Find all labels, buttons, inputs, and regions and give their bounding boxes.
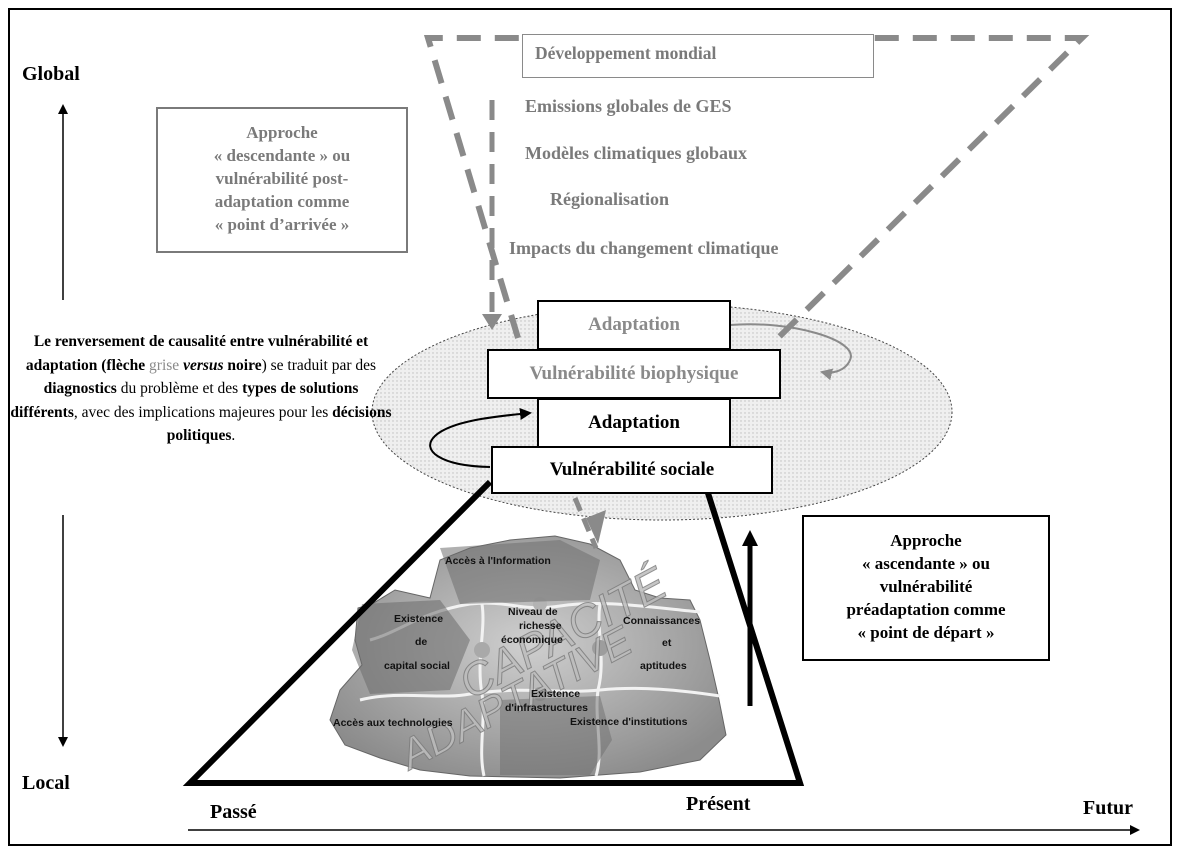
puzzle-label-infra-1: Existence (531, 688, 581, 700)
adaptive-capacity-puzzle: CAPACITÉ ADAPTATIVE (329, 535, 727, 780)
puzzle-label-capital-1: Existence (394, 613, 444, 625)
gray-feedback-arrow (729, 323, 852, 381)
time-futur-label: Futur (1083, 797, 1133, 819)
descending-line-1: Approche (246, 123, 318, 142)
developpement-mondial-box: Développement mondial (522, 34, 874, 78)
black-feedback-arrow (429, 408, 532, 468)
puzzle-label-richesse-1: Niveau de (508, 606, 558, 618)
puzzle-label-capital-2: de (415, 636, 428, 648)
puzzle-label-technologies: Accès aux technologies (333, 717, 453, 729)
time-present-label: Présent (686, 793, 751, 815)
ascending-approach-box: Approche « ascendante » ou vulnérabilité… (802, 515, 1050, 661)
descending-line-3: vulnérabilité post- (215, 169, 349, 188)
descending-line-2: « descendante » ou (213, 146, 351, 165)
ascending-line-4: préadaptation comme (846, 600, 1006, 619)
puzzle-label-infra-2: d'infrastructures (505, 702, 589, 714)
ascending-line-5: « point de départ » (857, 623, 995, 642)
ascending-line-2: « ascendante » ou (862, 554, 990, 573)
puzzle-label-connaissances-2: et (662, 637, 672, 649)
adaptation-gray-box: Adaptation (537, 300, 731, 350)
descending-approach-box: Approche « descendante » ou vulnérabilit… (156, 107, 408, 253)
gray-dashed-arrow-to-puzzle (572, 497, 599, 549)
adaptation-black-box: Adaptation (537, 398, 731, 448)
puzzle-label-connaissances-3: aptitudes (640, 660, 687, 672)
global-dashed-triangle (423, 35, 1090, 341)
regionalisation-label: Régionalisation (550, 189, 670, 209)
puzzle-label-richesse-3: économique (501, 634, 563, 646)
modeles-label: Modèles climatiques globaux (525, 143, 748, 163)
gray-dashed-arrow-to-puzzle-head (586, 510, 606, 544)
puzzle-label-institutions: Existence d'institutions (570, 716, 688, 728)
ascending-line-1: Approche (890, 531, 962, 550)
developpement-mondial-label: Développement mondial (535, 43, 717, 63)
vulnerabilite-biophysique-box: Vulnérabilité biophysique (487, 349, 781, 399)
time-passe-label: Passé (210, 801, 257, 823)
social-vulnerability-trapezoid (182, 479, 805, 786)
axis-global-label: Global (22, 63, 80, 85)
emissions-label: Emissions globales de GES (525, 96, 732, 116)
descending-line-5: « point d’arrivée » (214, 215, 350, 234)
puzzle-label-info: Accès à l'Information (445, 555, 551, 567)
gray-dashed-arrow-head (482, 314, 502, 330)
puzzle-label-richesse-2: richesse (519, 620, 562, 632)
puzzle-label-connaissances-1: Connaissances (623, 615, 701, 627)
causality-explanation-text: Le renversement de causalité entre vulné… (10, 333, 392, 444)
descending-line-4: adaptation comme (214, 192, 350, 211)
diagram-frame (8, 8, 1172, 846)
vulnerabilite-sociale-box: Vulnérabilité sociale (491, 446, 773, 494)
ascending-line-3: vulnérabilité (879, 577, 973, 596)
axis-local-label: Local (22, 772, 70, 794)
ascending-arrow-head (742, 530, 758, 546)
puzzle-label-capital-3: capital social (384, 660, 450, 672)
impacts-label: Impacts du changement climatique (509, 238, 779, 258)
